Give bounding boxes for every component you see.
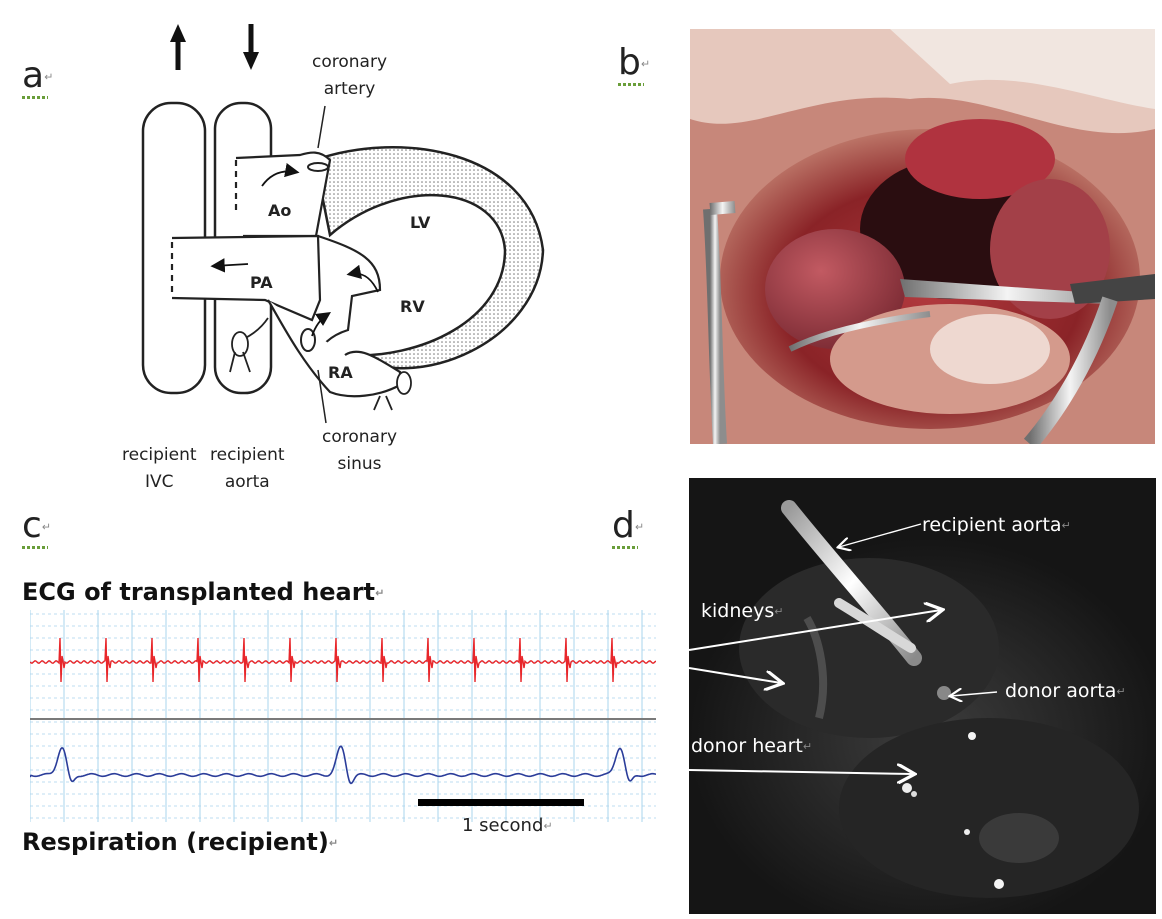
label-coronary-sinus: coronary sinus xyxy=(322,427,398,474)
respiration-trace xyxy=(30,745,656,785)
label-recipient-aorta-mri: recipient aorta↵ xyxy=(922,514,1071,536)
respiration-title: Respiration (recipient)↵ xyxy=(22,828,339,856)
label-coronary-artery: coronary artery xyxy=(312,52,388,99)
coronary-ostium xyxy=(307,162,329,172)
surgical-photo xyxy=(690,29,1155,444)
donor-aorta-stub xyxy=(235,151,332,238)
label-rv: RV xyxy=(400,297,425,316)
panel-label-a: a↵ xyxy=(22,55,53,99)
label-donor-heart: donor heart↵ xyxy=(691,735,813,757)
label-ao: Ao xyxy=(268,201,291,220)
panel-label-c: c↵ xyxy=(22,505,51,549)
label-lv: LV xyxy=(410,213,431,232)
scale-bar-label: 1 second↵ xyxy=(462,815,553,836)
flow-down-arrow-icon xyxy=(243,24,259,70)
label-pa: PA xyxy=(250,273,273,292)
coronary-sinus-opening xyxy=(300,328,316,352)
ligated-vena-cava-icon xyxy=(229,317,269,373)
ecg-chart xyxy=(30,610,656,822)
panel-label-d: d↵ xyxy=(612,505,644,549)
label-recipient-aorta: recipient aorta xyxy=(210,445,285,492)
scale-bar xyxy=(418,799,584,806)
mri-image: recipient aorta↵ kidneys↵ donor aorta↵ d… xyxy=(689,478,1156,914)
ecg-panel: ECG of transplanted heart↵ 1 second↵ Res… xyxy=(0,490,670,910)
label-donor-aorta: donor aorta↵ xyxy=(1005,680,1126,702)
flow-up-arrow-icon xyxy=(170,24,186,70)
label-kidneys: kidneys↵ xyxy=(701,600,784,622)
mri-scan xyxy=(689,500,1156,914)
heart-schematic: Ao LV PA RV RA xyxy=(141,24,545,424)
ecg-trace xyxy=(30,637,656,683)
organ-top xyxy=(905,119,1055,199)
ligated-vein-icon xyxy=(373,371,412,411)
panel-label-b: b↵ xyxy=(618,42,650,86)
label-recipient-ivc: recipient IVC xyxy=(122,445,197,492)
label-ra: RA xyxy=(328,363,353,382)
ecg-title: ECG of transplanted heart↵ xyxy=(22,578,385,606)
ventricle-wall xyxy=(313,145,545,370)
right-atrium xyxy=(267,299,402,398)
donor-pa-stub xyxy=(171,234,322,322)
